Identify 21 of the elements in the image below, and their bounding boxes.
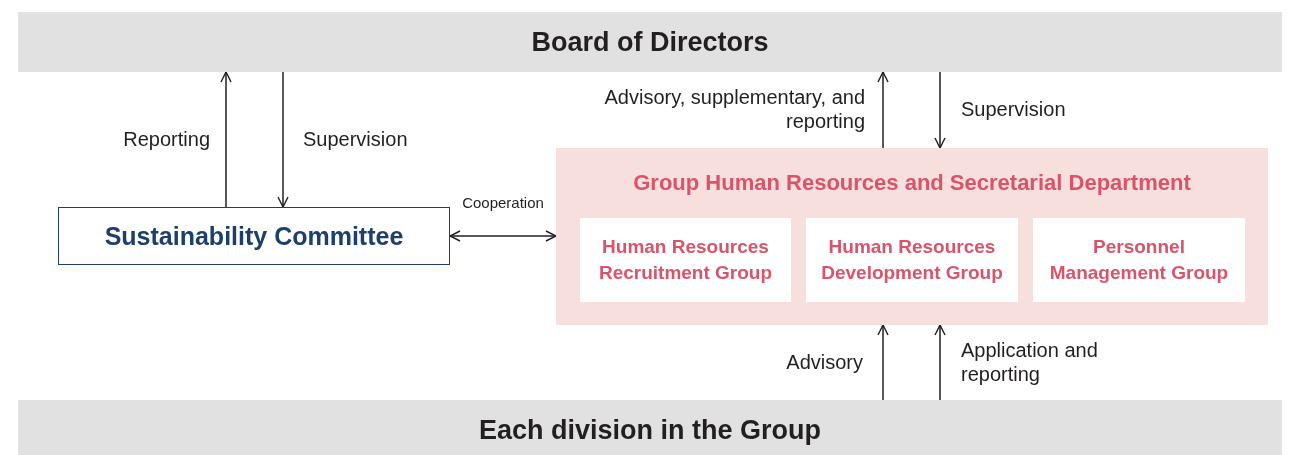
group-box: Human Resources Recruitment Group [580,218,791,302]
group-box: Personnel Management Group [1033,218,1245,302]
arrow [220,71,232,208]
department-panel: Group Human Resources and Secretarial Department Human Resources Recruitment Group Human Resources Development Group Personnel Management Group [556,148,1268,325]
edge-label: Reporting [122,127,210,151]
arrow [877,324,889,401]
edge-label: Advisory, supplementary, and reporting [603,85,865,133]
arrow [277,71,289,208]
division-band: Each division in the Group [18,400,1282,455]
group-box: Human Resources Development Group [806,218,1018,302]
edge-label: Cooperation [461,194,545,212]
edge-label: Advisory [785,350,863,374]
committee-box: Sustainability Committee [58,207,450,265]
arrow [934,71,946,149]
board-band: Board of Directors [18,12,1282,72]
arrow [934,324,946,401]
edge-label: Supervision [961,97,1067,121]
arrow [877,71,889,149]
arrow [449,230,557,242]
edge-label: Application and reporting [961,338,1099,386]
edge-label: Supervision [303,127,409,151]
